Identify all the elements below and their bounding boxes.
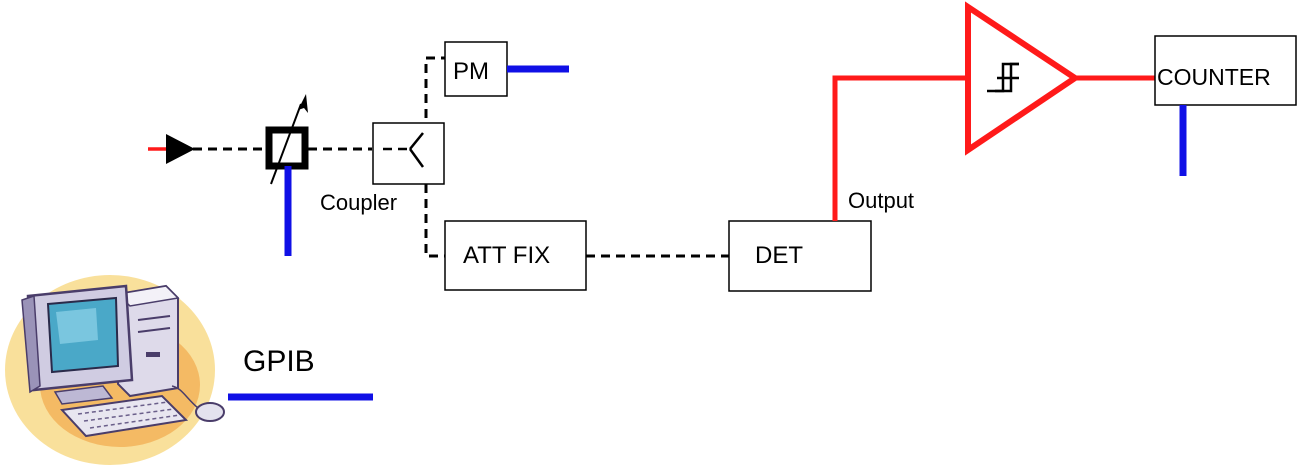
- coupler-label: Coupler: [320, 190, 397, 215]
- att-fix-box: [444, 220, 587, 291]
- optical-switch-icon: [372, 122, 445, 185]
- rf-det-to-comparator: [832, 75, 970, 221]
- schmitt-trigger-icon: [965, 1, 1081, 156]
- optical-paths: [193, 56, 729, 258]
- det-label: DET: [755, 242, 803, 269]
- counter-box: [1154, 35, 1297, 106]
- fiber-coupler-to-attfix: [424, 184, 445, 258]
- arrow-triangle-icon: [166, 134, 195, 164]
- counter-label: COUNTER: [1157, 64, 1271, 90]
- output-label: Output: [848, 188, 914, 213]
- pm-label: PM: [453, 58, 489, 85]
- det-box: [728, 220, 872, 292]
- att-fix-label: ATT FIX: [463, 242, 550, 269]
- fiber-coupler-to-pm: [424, 56, 445, 148]
- gpib-label: GPIB: [243, 345, 315, 378]
- computer-icon: [5, 275, 225, 465]
- variable-attenuator-icon: [265, 94, 309, 185]
